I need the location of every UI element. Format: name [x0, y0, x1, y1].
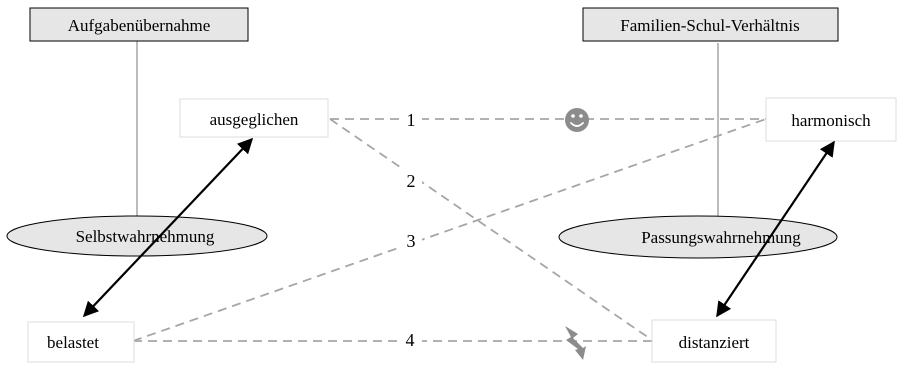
- state-box-ausgeglichen: [179, 98, 329, 138]
- smiley-icon: [565, 108, 589, 132]
- number-1-bg: [400, 106, 422, 132]
- state-belastet-label: belastet: [47, 333, 99, 352]
- header-left-label: Aufgabenübernahme: [68, 16, 211, 35]
- state-distanziert-label: distanziert: [679, 333, 750, 352]
- arrow-left: [82, 137, 254, 318]
- state-ausgeglichen-label: ausgeglichen: [210, 110, 299, 129]
- number-4-bg: [398, 326, 422, 354]
- arrow-right: [716, 140, 835, 318]
- state-box-distanziert: [651, 319, 777, 363]
- state-harmonisch-label: harmonisch: [791, 111, 871, 130]
- header-box-right: [582, 7, 839, 42]
- ellipse-right-label: Passungswahrnehmung: [641, 228, 801, 247]
- link-3-number: 3: [407, 231, 416, 251]
- dashed-line-2: [329, 118, 653, 341]
- lightning-icon: [565, 326, 586, 360]
- number-3-bg: [400, 228, 422, 254]
- state-box-belastet: [27, 321, 135, 363]
- link-1-number: 1: [407, 110, 416, 130]
- link-2-number: 2: [407, 171, 416, 191]
- link-4-number: 4: [406, 330, 415, 350]
- number-2-bg: [400, 168, 422, 194]
- header-right-label: Familien-Schul-Verhältnis: [620, 16, 799, 35]
- ellipse-left-label: Selbstwahrnehmung: [76, 227, 215, 246]
- header-box-left: [29, 7, 249, 42]
